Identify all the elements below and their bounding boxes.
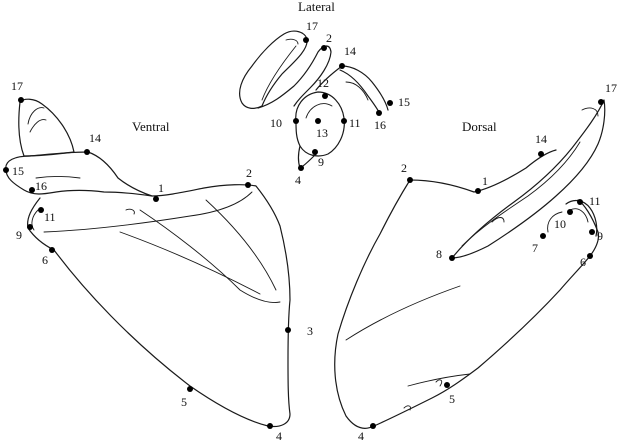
landmark-label: 9: [16, 228, 22, 242]
landmark-label: 15: [12, 164, 24, 178]
landmark-dot: [322, 93, 328, 99]
landmark-dot: [407, 177, 413, 183]
landmark-label: 2: [401, 161, 407, 175]
landmark-label: 11: [589, 194, 601, 208]
landmark-label: 5: [449, 392, 455, 406]
view-title-lateral: Lateral: [298, 0, 335, 14]
landmark-dot: [315, 118, 321, 124]
landmark-label: 17: [605, 81, 617, 95]
landmark-dot: [449, 255, 455, 261]
landmark-dot: [567, 209, 573, 215]
landmark-label: 1: [482, 174, 488, 188]
landmark-label: 4: [295, 173, 301, 187]
landmark-label: 7: [532, 241, 538, 255]
landmark-label: 10: [554, 217, 566, 231]
landmark-dot: [444, 382, 450, 388]
landmark-label: 11: [349, 116, 361, 130]
landmark-dot: [321, 45, 327, 51]
landmark-dot: [303, 37, 309, 43]
landmark-dot: [587, 253, 593, 259]
landmark-dot: [29, 187, 35, 193]
dorsal-landmarks: 17 14 2 1 11 10 9 7 8 6 5 4: [358, 81, 617, 442]
landmark-label: 17: [306, 19, 318, 33]
landmark-dot: [27, 224, 33, 230]
landmark-dot: [285, 327, 291, 333]
landmark-label: 6: [580, 255, 586, 269]
landmark-dot: [38, 207, 44, 213]
landmark-dot: [298, 165, 304, 171]
landmark-label: 15: [398, 95, 410, 109]
landmark-label: 14: [535, 132, 547, 146]
landmark-label: 13: [316, 126, 328, 140]
ventral-landmarks: 17 14 15 16 1 2 11 9 6 3 5 4: [3, 79, 313, 442]
landmark-dot: [3, 167, 9, 173]
landmark-dot: [538, 151, 544, 157]
dorsal-view-outline: [334, 99, 606, 429]
landmark-label: 3: [307, 324, 313, 338]
landmark-dot: [267, 423, 273, 429]
view-title-ventral: Ventral: [132, 119, 170, 134]
landmark-label: 16: [35, 179, 47, 193]
landmark-label: 11: [44, 210, 56, 224]
landmark-dot: [339, 63, 345, 69]
landmark-dot: [18, 97, 24, 103]
landmark-label: 9: [597, 229, 603, 243]
landmark-label: 14: [89, 131, 101, 145]
landmark-label: 2: [326, 31, 332, 45]
view-title-dorsal: Dorsal: [462, 119, 497, 134]
landmark-dot: [245, 182, 251, 188]
landmark-label: 16: [374, 118, 386, 132]
landmark-label: 10: [270, 116, 282, 130]
landmark-dot: [370, 423, 376, 429]
landmark-label: 8: [436, 247, 442, 261]
landmark-dot: [84, 149, 90, 155]
landmark-label: 12: [317, 76, 329, 90]
landmark-label: 9: [318, 155, 324, 169]
landmark-label: 17: [11, 79, 23, 93]
lateral-landmarks: 17 2 14 12 15 16 10 13 11 9 4: [270, 19, 410, 187]
landmark-dot: [475, 188, 481, 194]
landmark-label: 14: [344, 44, 356, 58]
landmark-dot: [341, 118, 347, 124]
landmark-dot: [387, 100, 393, 106]
landmark-label: 4: [276, 429, 282, 442]
landmark-label: 6: [42, 253, 48, 267]
lateral-view-outline: [239, 30, 389, 169]
landmark-dot: [376, 110, 382, 116]
landmark-label: 2: [246, 166, 252, 180]
landmark-dot: [312, 149, 318, 155]
ventral-view-outline: [5, 98, 291, 428]
landmark-dot: [153, 196, 159, 202]
landmark-dot: [540, 233, 546, 239]
landmark-dot: [187, 386, 193, 392]
landmark-dot: [49, 247, 55, 253]
landmark-label: 5: [181, 395, 187, 409]
landmark-dot: [598, 99, 604, 105]
landmark-label: 4: [358, 429, 364, 442]
landmark-dot: [589, 229, 595, 235]
landmark-dot: [293, 118, 299, 124]
landmark-dot: [577, 199, 583, 205]
landmark-label: 1: [158, 181, 164, 195]
